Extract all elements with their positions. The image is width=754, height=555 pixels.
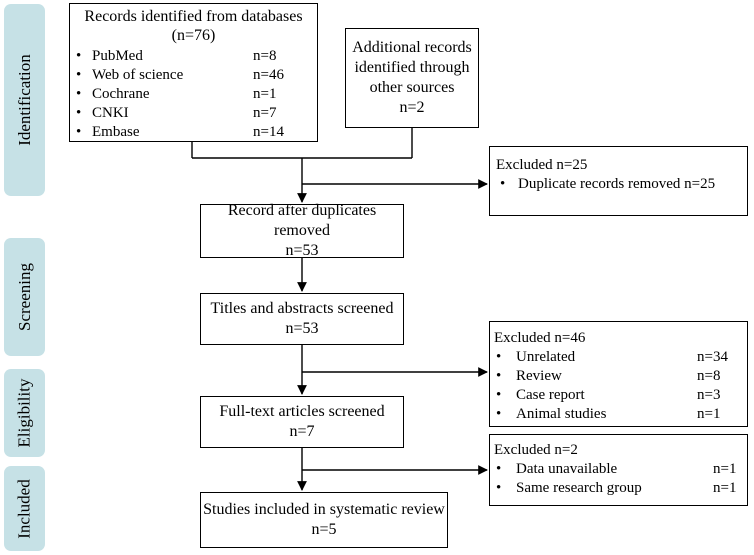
- excluded-reason: Unrelated: [516, 349, 576, 365]
- additional-line-1: Additional records: [352, 39, 472, 56]
- database-count: n=14: [253, 124, 284, 140]
- bullet-icon: •: [496, 406, 502, 422]
- databases-box: Records identified from databases (n=76)…: [69, 3, 318, 142]
- databases-list: • PubMed n=8 • Web of science n=46 • Coc…: [70, 47, 317, 142]
- stage-screening-label: Screening: [14, 263, 34, 331]
- database-row: • Web of science n=46: [70, 66, 317, 85]
- database-name: Cochrane: [92, 86, 150, 102]
- database-row: • PubMed n=8: [70, 47, 317, 66]
- database-count: n=1: [253, 86, 277, 102]
- bullet-icon: •: [496, 461, 502, 477]
- excluded-eligibility-title: Excluded n=2: [494, 442, 578, 458]
- stage-eligibility-label: Eligibility: [14, 378, 34, 448]
- excluded-screening-row: • Unrelated n=34: [494, 348, 747, 367]
- bullet-icon: •: [496, 480, 502, 496]
- included-count: n=5: [311, 521, 337, 538]
- excluded-duplicates-box: Excluded n=25 • Duplicate records remove…: [489, 146, 748, 216]
- additional-count: n=2: [399, 99, 425, 116]
- fulltext-count: n=7: [289, 423, 315, 440]
- included-box: Studies included in systematic review n=…: [200, 492, 448, 548]
- excluded-eligibility-row: • Data unavailable n=1: [494, 460, 747, 479]
- excluded-reason: Same research group: [516, 480, 642, 496]
- bullet-icon: •: [496, 368, 502, 384]
- bullet-icon: •: [76, 105, 82, 121]
- excluded-duplicates-row: • Duplicate records removed n=25: [496, 175, 747, 194]
- bullet-icon: •: [76, 48, 82, 64]
- fulltext-box: Full-text articles screened n=7: [200, 396, 404, 448]
- stage-included: Included: [4, 466, 45, 551]
- excluded-count: n=8: [697, 368, 721, 384]
- additional-line-3: other sources: [369, 79, 455, 96]
- excluded-screening-row: • Case report n=3: [494, 386, 747, 405]
- database-name: Web of science: [92, 67, 184, 83]
- after-duplicates-title: Record after duplicates removed: [227, 202, 377, 239]
- bullet-icon: •: [496, 349, 502, 365]
- included-title: Studies included in systematic review: [203, 501, 445, 518]
- database-row: • Embase n=14: [70, 123, 317, 142]
- excluded-reason: Data unavailable: [516, 461, 618, 477]
- excluded-eligibility-row: • Same research group n=1: [494, 479, 747, 498]
- screened-title: Titles and abstracts screened: [210, 300, 394, 317]
- bullet-icon: •: [76, 86, 82, 102]
- additional-line-2: identified through: [354, 59, 470, 76]
- additional-records-box: Additional records identified through ot…: [345, 28, 479, 128]
- excluded-duplicates-title: Excluded n=25: [496, 157, 588, 173]
- screened-count: n=53: [285, 320, 319, 337]
- stage-included-label: Included: [14, 478, 34, 539]
- excluded-screening-title: Excluded n=46: [494, 330, 586, 346]
- database-name: Embase: [92, 124, 140, 140]
- screened-box: Titles and abstracts screened n=53: [200, 293, 404, 345]
- database-count: n=8: [253, 48, 277, 64]
- bullet-icon: •: [496, 387, 502, 403]
- excluded-reason: Case report: [516, 387, 585, 403]
- excluded-duplicates-reason: Duplicate records removed n=25: [518, 176, 716, 192]
- stage-identification-label: Identification: [14, 54, 34, 146]
- after-duplicates-box: Record after duplicates removed n=53: [200, 202, 404, 259]
- excluded-eligibility-box: Excluded n=2 • Data unavailable n=1 • Sa…: [489, 434, 748, 506]
- excluded-count: n=3: [697, 387, 721, 403]
- stage-identification: Identification: [4, 4, 45, 196]
- database-count: n=46: [253, 67, 284, 83]
- excluded-reason: Review: [516, 368, 562, 384]
- database-count: n=7: [253, 105, 277, 121]
- excluded-screening-row: • Animal studies n=1: [494, 405, 747, 424]
- excluded-reason: Animal studies: [516, 406, 607, 422]
- excluded-screening-box: Excluded n=46 • Unrelated n=34 • Review …: [489, 321, 748, 427]
- database-name: PubMed: [92, 48, 143, 64]
- excluded-count: n=1: [713, 480, 737, 496]
- excluded-count: n=1: [713, 461, 737, 477]
- database-row: • Cochrane n=1: [70, 85, 317, 104]
- stage-screening: Screening: [4, 238, 45, 356]
- database-row: • CNKI n=7: [70, 104, 317, 123]
- database-name: CNKI: [92, 105, 129, 121]
- bullet-icon: •: [76, 124, 82, 140]
- stage-eligibility: Eligibility: [4, 369, 45, 457]
- databases-total: (n=76): [171, 27, 216, 44]
- excluded-count: n=1: [697, 406, 721, 422]
- databases-title: Records identified from databases: [84, 8, 303, 25]
- bullet-icon: •: [76, 67, 82, 83]
- excluded-screening-row: • Review n=8: [494, 367, 747, 386]
- bullet-icon: •: [500, 176, 506, 192]
- fulltext-title: Full-text articles screened: [219, 403, 385, 420]
- after-duplicates-count: n=53: [285, 242, 319, 259]
- excluded-count: n=34: [697, 349, 728, 365]
